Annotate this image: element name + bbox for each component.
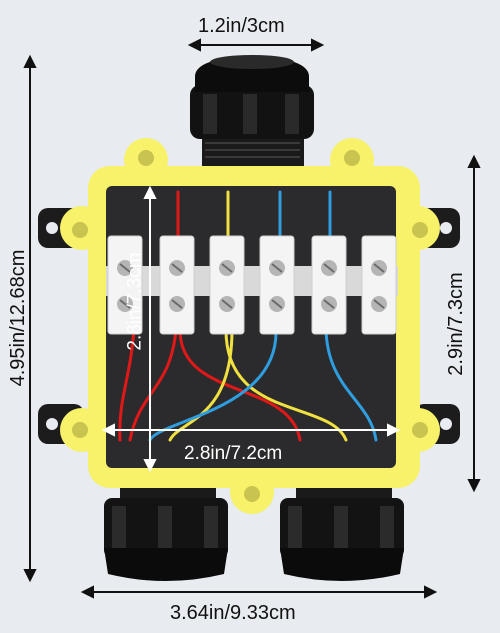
- dimension-bottom-width: 3.64in/9.33cm: [170, 602, 296, 624]
- dimension-left-height: 4.95in/12.68cm: [7, 249, 29, 387]
- dimension-arrows: [23, 38, 481, 599]
- terminal-strip: [106, 235, 398, 335]
- top-cable-gland: [190, 55, 314, 168]
- housing-screw-holes: [72, 150, 428, 502]
- dimension-inner-height: 2.8in/7.3cm: [124, 252, 146, 351]
- inner-dimension-arrows: [101, 185, 401, 473]
- dimension-right-height: 2.9in/7.3cm: [445, 272, 467, 376]
- bottom-cable-glands: [104, 480, 404, 581]
- dimension-top-width: 1.2in/3cm: [198, 15, 285, 37]
- wires: [118, 190, 378, 442]
- dimension-inner-width: 2.8in/7.2cm: [184, 443, 283, 464]
